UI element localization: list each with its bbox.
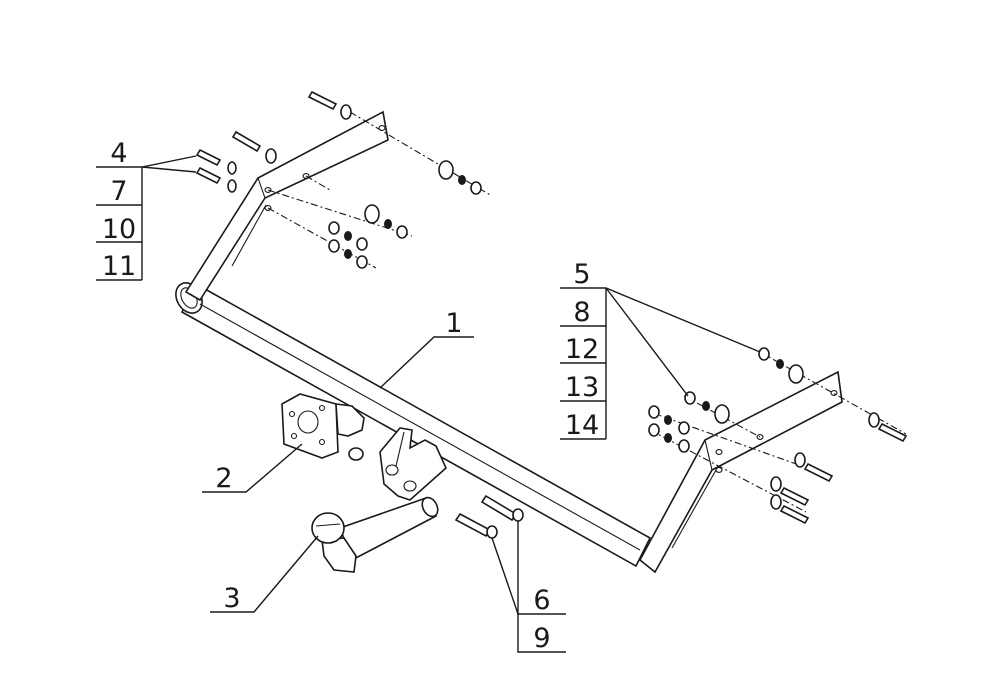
label-1: 1 [445,308,462,339]
socket-holder [281,393,365,461]
label-6: 6 [533,585,550,616]
right-side-bracket [638,370,843,574]
label-5: 5 [573,259,590,290]
label-10: 10 [102,214,136,245]
leader-lines [96,155,761,653]
right-fasteners [648,347,908,525]
bottom-bolts [454,494,524,539]
label-8: 8 [573,297,590,328]
label-13: 13 [565,372,599,403]
tow-ball [311,496,439,573]
left-side-bracket [184,110,389,302]
mounting-plate [379,427,447,501]
label-14: 14 [565,410,599,441]
label-3: 3 [223,583,240,614]
label-4: 4 [110,138,127,169]
part-labels: 4 7 10 11 5 8 12 13 14 6 9 1 2 3 [102,138,599,654]
label-9: 9 [533,623,550,654]
label-11: 11 [102,251,136,282]
label-2: 2 [215,463,232,494]
label-7: 7 [110,176,127,207]
label-12: 12 [565,334,599,365]
crossbar-tube [175,282,652,568]
left-fasteners [195,90,493,269]
